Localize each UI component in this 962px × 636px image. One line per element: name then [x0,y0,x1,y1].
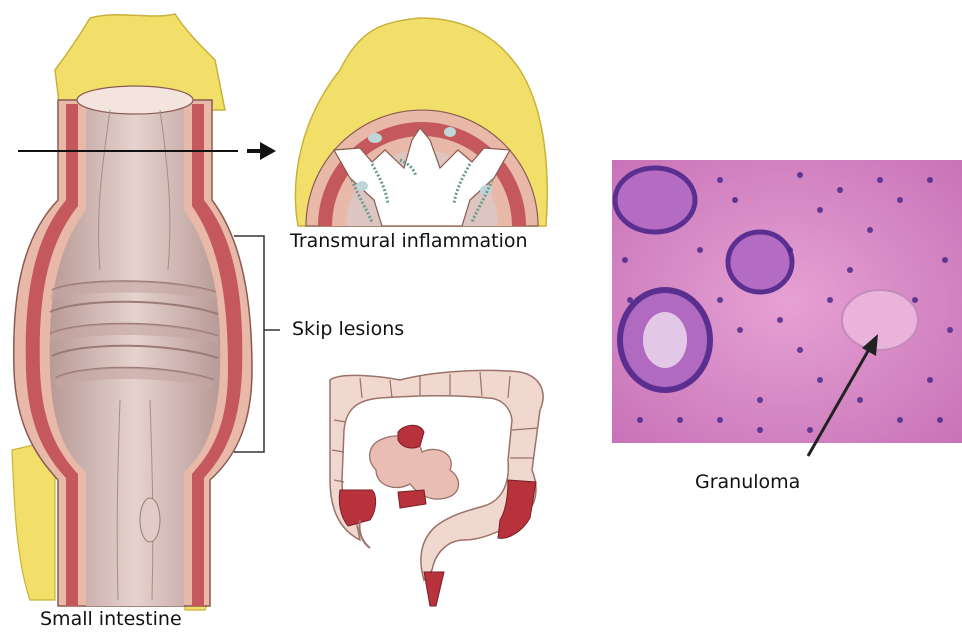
cross-section-illustration [295,18,547,226]
label-transmural-inflammation: Transmural inflammation [290,230,528,252]
histology-micrograph [612,160,962,456]
label-skip-lesions: Skip lesions [292,318,404,340]
granuloma-structure [842,290,918,350]
small-intestine-illustration [12,14,252,610]
section-arrow [247,142,276,160]
label-granuloma: Granuloma [695,471,800,493]
label-small-intestine: Small intestine [40,608,182,630]
crypt-topleft [615,168,695,232]
lumen-opening [77,86,193,114]
polyp [140,498,160,542]
appendix [359,520,370,548]
crypt-top [728,232,792,292]
colon-illustration [330,370,543,606]
